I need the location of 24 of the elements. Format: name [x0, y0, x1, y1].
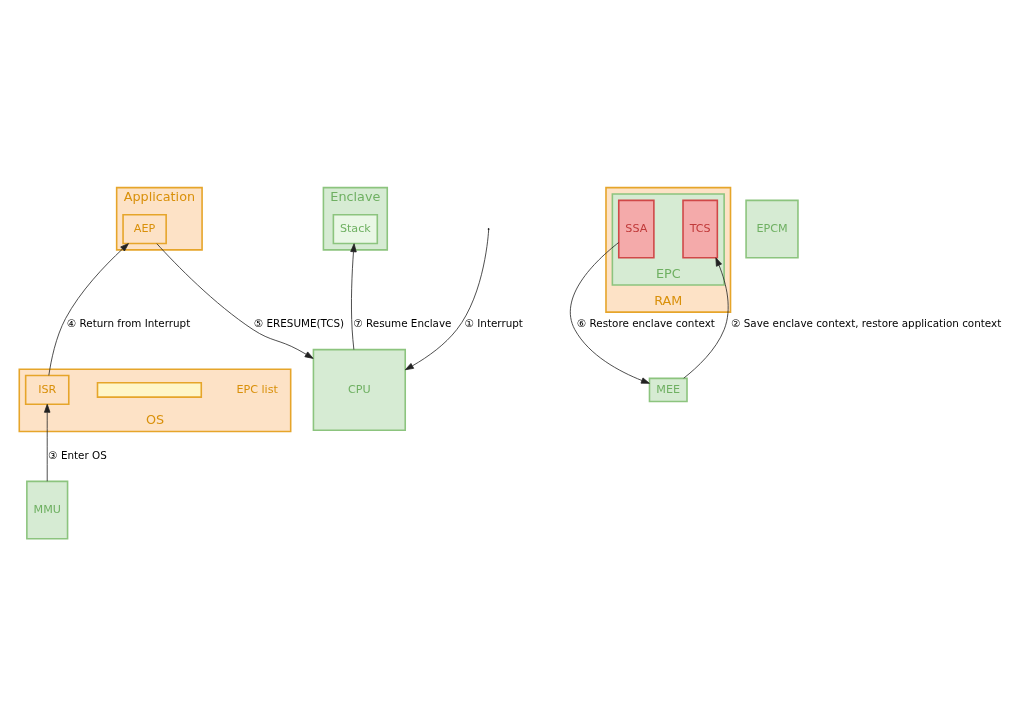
- arrow: [349, 243, 357, 350]
- node-box: Stack: [332, 213, 378, 245]
- arrow: [43, 403, 50, 482]
- node-box: CPU: [312, 348, 406, 432]
- edge-label: ⑥ Restore enclave context: [576, 316, 715, 329]
- node-box: TCS: [681, 199, 718, 259]
- edge-label: ① Interrupt: [464, 316, 523, 329]
- arrow: [47, 243, 129, 376]
- edge-label: ⑤ ERESUME(TCS): [253, 316, 344, 329]
- arrow: [155, 243, 314, 359]
- node-box: SSA: [617, 199, 655, 259]
- arrow: [682, 257, 729, 379]
- edge-label: ③ Enter OS: [47, 448, 107, 461]
- node-box: ISR: [24, 374, 70, 406]
- node-label: EPC list: [235, 382, 278, 396]
- node-box: EPCM: [744, 199, 799, 259]
- edge-label: ⑦ Resume Enclave: [352, 316, 451, 329]
- node-box: MMU: [25, 480, 68, 540]
- arrow: [404, 229, 489, 371]
- node-bar: [96, 381, 202, 398]
- edge-label: ④ Return from Interrupt: [66, 316, 190, 329]
- node-box: MEE: [648, 377, 688, 403]
- edge-label: ② Save enclave context, restore application context: [730, 316, 1001, 329]
- node-box: AEP: [121, 213, 167, 245]
